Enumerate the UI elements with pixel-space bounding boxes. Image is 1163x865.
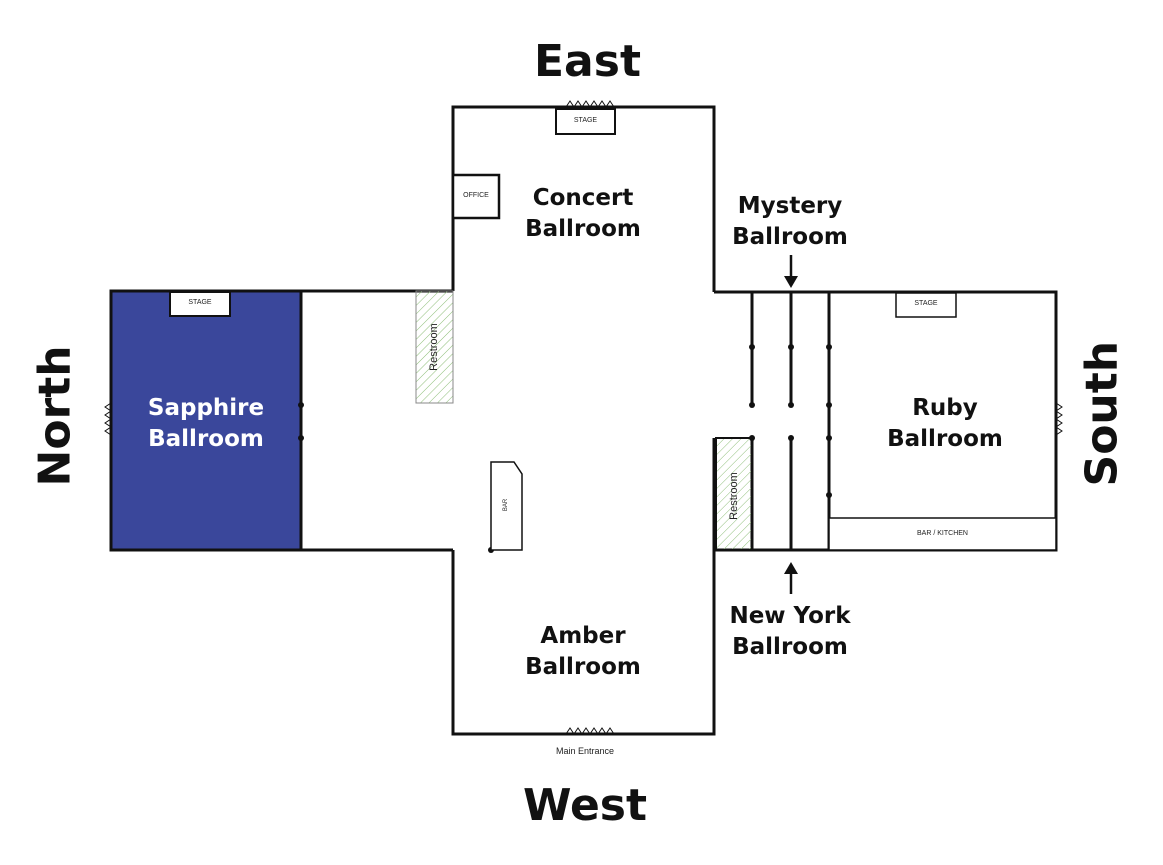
restroom-north-area bbox=[415, 290, 454, 404]
sapphire-suffix: Ballroom bbox=[148, 426, 264, 452]
door-icon-east bbox=[565, 100, 615, 108]
restroom-south-label: Restroom bbox=[728, 472, 740, 520]
stage-sapphire bbox=[169, 291, 231, 317]
concert-ballroom-label: Concert Ballroom bbox=[498, 183, 668, 245]
new-york-arrow bbox=[784, 562, 798, 594]
office-label: OFFICE bbox=[463, 192, 489, 199]
concert-suffix: Ballroom bbox=[525, 216, 641, 242]
amber-suffix: Ballroom bbox=[525, 654, 641, 680]
ruby-suffix: Ballroom bbox=[887, 426, 1003, 452]
new-york-name: New York bbox=[729, 603, 851, 629]
mystery-arrow bbox=[784, 255, 798, 288]
restroom-south-area bbox=[715, 437, 753, 551]
compass-east: East bbox=[534, 36, 641, 87]
amber-name: Amber bbox=[540, 623, 626, 649]
mystery-ballroom-label: Mystery Ballroom bbox=[707, 191, 873, 253]
bar-counter bbox=[490, 461, 523, 551]
sapphire-ballroom-area[interactable] bbox=[109, 289, 303, 552]
bar-kitchen-label: BAR / KITCHEN bbox=[917, 530, 968, 537]
sapphire-name: Sapphire bbox=[147, 395, 265, 421]
stage-east bbox=[555, 108, 616, 135]
office-room bbox=[451, 173, 501, 220]
door-icon-main-entrance bbox=[565, 727, 615, 735]
amber-ballroom-label: Amber Ballroom bbox=[498, 621, 668, 683]
compass-south: South bbox=[1076, 340, 1128, 487]
mystery-suffix: Ballroom bbox=[732, 224, 848, 250]
stage-east-label: STAGE bbox=[573, 117, 598, 124]
new-york-suffix: Ballroom bbox=[732, 634, 848, 660]
main-entrance-label: Main Entrance bbox=[555, 746, 615, 756]
door-icon-north bbox=[104, 402, 112, 436]
stage-sapphire-label: STAGE bbox=[188, 299, 212, 306]
door-icon-south bbox=[1055, 402, 1063, 436]
sapphire-ballroom-label: Sapphire Ballroom bbox=[120, 393, 292, 455]
bar-label: BAR bbox=[503, 498, 509, 512]
new-york-ballroom-label: New York Ballroom bbox=[707, 601, 873, 663]
door-markers bbox=[298, 344, 832, 553]
ruby-name: Ruby bbox=[912, 395, 978, 421]
compass-west: West bbox=[522, 780, 648, 831]
compass-north: North bbox=[29, 345, 81, 487]
restroom-north-label: Restroom bbox=[428, 323, 440, 371]
stage-ruby-label: STAGE bbox=[914, 300, 938, 307]
concert-name: Concert bbox=[532, 185, 634, 211]
stage-ruby bbox=[895, 292, 957, 318]
ruby-ballroom-label: Ruby Ballroom bbox=[862, 393, 1028, 455]
mystery-name: Mystery bbox=[737, 193, 843, 219]
bar-kitchen-area bbox=[828, 517, 1057, 551]
